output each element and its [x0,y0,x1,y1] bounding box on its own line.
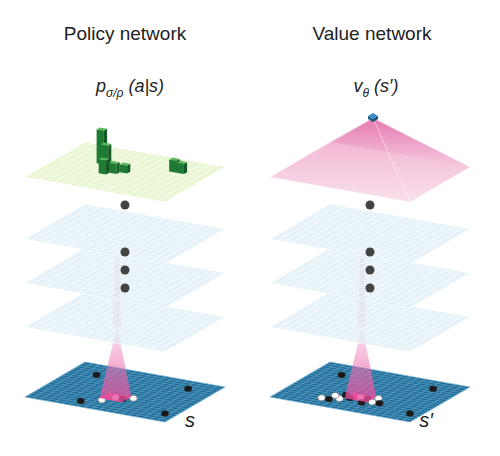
value-argument: (s′) [374,76,398,96]
title-text: Policy network [64,23,187,44]
value-output-unit [373,116,378,122]
state-symbol: s′ [419,409,433,431]
layer-ellipsis-dot [366,284,375,293]
value-output-unit [368,116,373,122]
network-title: Value network [313,23,432,45]
layer-ellipsis-dot [121,284,130,293]
go-stone [93,372,101,378]
policy-network-stack [25,128,225,423]
policy-formula: pσ/ρ (a|s) [96,76,164,97]
policy-argument: (a|s) [128,76,164,96]
state-label: s′ [419,409,433,432]
probability-bar [177,161,188,174]
go-stone [429,386,437,392]
go-stone [77,398,85,404]
value-pyramid [270,118,410,202]
go-stone [161,411,169,417]
probability-bar [109,161,120,174]
hidden-layer [270,204,470,264]
policy-output-layer [25,142,225,202]
go-stone [331,392,339,398]
layer-ellipsis-dot [121,201,130,210]
go-stone [318,395,326,401]
policy-subscript: σ/ρ [106,86,123,100]
layer-ellipsis-dot [366,266,375,275]
layer-ellipsis-dot [366,248,375,257]
layer-ellipsis-dot [121,248,130,257]
go-stone [406,411,414,417]
probability-bar [120,162,131,173]
layer-ellipsis-dot [366,201,375,210]
probability-bar [99,158,110,175]
title-text: Value network [313,23,432,44]
value-subscript: θ [363,86,370,100]
go-stone [376,400,384,406]
state-label: s [185,409,195,432]
network-title: Policy network [64,23,187,45]
value-network-stack [270,113,470,422]
layer-ellipsis-dot [121,266,130,275]
value-formula: vθ (s′) [354,76,399,97]
go-stone [338,372,346,378]
hidden-layer [25,204,225,264]
policy-symbol: p [96,76,106,96]
state-symbol: s [185,409,195,431]
value-symbol: v [354,76,363,96]
go-stone [184,386,192,392]
